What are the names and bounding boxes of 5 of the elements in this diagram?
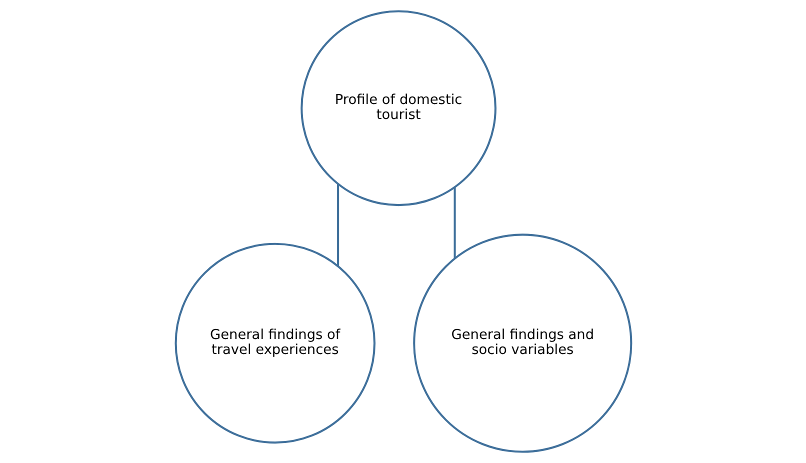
node-circle: General findings and socio variables — [412, 234, 632, 453]
node-circle: General findings of travel experiences — [174, 242, 376, 444]
connector — [453, 187, 456, 258]
node-circle: Profile of domestic tourist — [300, 10, 496, 206]
connector — [336, 184, 339, 266]
